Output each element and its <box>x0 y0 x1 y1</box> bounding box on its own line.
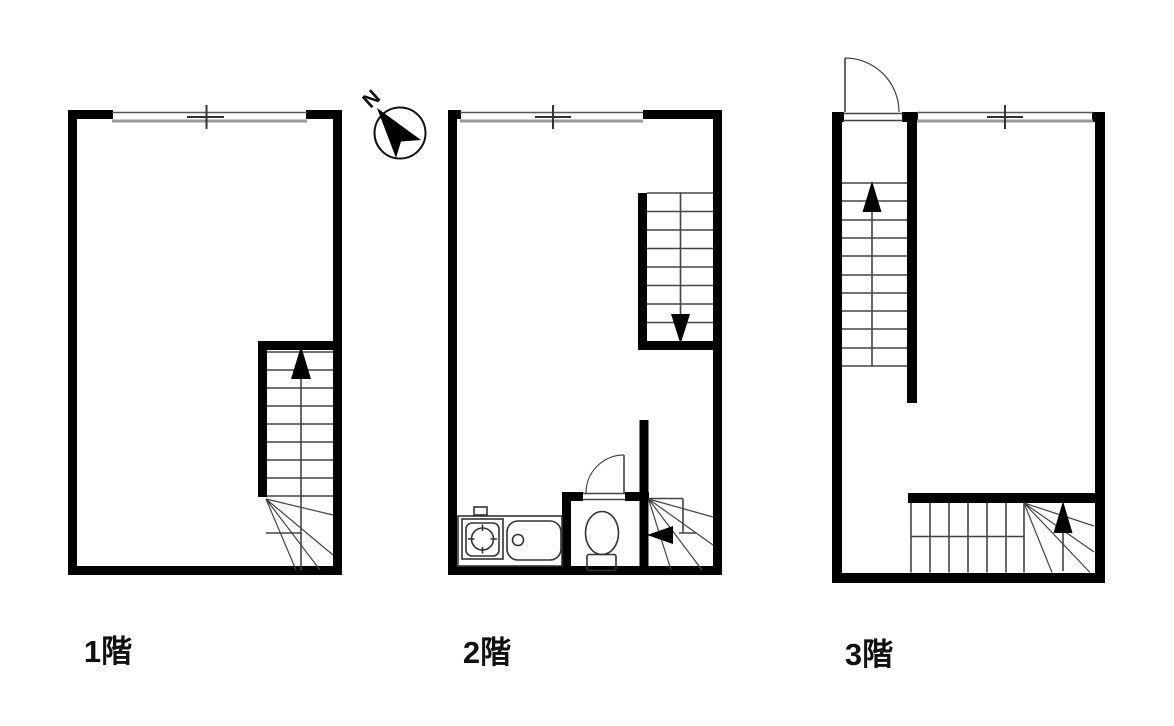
floor-1-window <box>112 105 307 129</box>
floor-3-label: 3階 <box>845 637 893 672</box>
stair-enclosure-walls <box>258 341 338 497</box>
floor-2-kitchen <box>457 506 563 567</box>
toilet-room-walls <box>562 420 649 575</box>
winder-fan-lines <box>265 498 334 571</box>
stair-treads <box>929 503 1025 573</box>
floor-2-plan: 2階 <box>448 105 722 670</box>
floor-1-label: 1階 <box>84 634 132 669</box>
up-arrow-icon <box>291 346 311 379</box>
sink-icon <box>506 520 562 561</box>
winder-fan-lines <box>647 498 714 571</box>
up-arrow-icon <box>1053 501 1073 533</box>
door-threshold <box>583 492 625 501</box>
floor-2-outer-walls <box>448 110 722 575</box>
floor-2-label: 2階 <box>463 635 511 670</box>
left-arrow-icon <box>647 526 673 544</box>
compass-north-needle-icon <box>377 108 421 158</box>
winder-fan-lines <box>1023 502 1095 573</box>
toilet-bowl-icon <box>584 510 620 556</box>
floor-3-window <box>917 105 1093 129</box>
winder-step-edge <box>266 532 302 570</box>
toilet-tank-icon <box>586 553 617 572</box>
door-swing-arc <box>844 57 900 113</box>
floor-1-outer-walls <box>68 110 342 575</box>
floor-3-entrance-door <box>843 57 903 122</box>
floor-1-staircase <box>258 341 338 571</box>
stove-unit <box>461 518 504 560</box>
floor-2-toilet-room <box>562 420 649 575</box>
door-swing-arc <box>585 454 625 494</box>
faucet-icon <box>473 506 488 516</box>
compass-circle-icon <box>373 106 427 160</box>
door-threshold <box>843 112 903 122</box>
floor-3-left-staircase <box>842 181 907 367</box>
floor-2-window <box>460 105 643 129</box>
compass-north-label: N <box>358 86 385 113</box>
up-arrow-icon <box>862 181 882 212</box>
winder-step-edge <box>649 497 696 534</box>
stair-enclosure-walls <box>638 193 718 350</box>
sink-drain-icon <box>511 533 525 547</box>
kitchen-counter <box>457 515 563 567</box>
floor-3-bottom-staircase <box>908 493 1095 573</box>
floor-2-upper-staircase <box>638 192 718 350</box>
floor-2-lower-staircase <box>647 497 714 571</box>
compass: N <box>358 86 427 160</box>
stove-top <box>465 522 500 557</box>
burner-icon <box>470 527 495 551</box>
burner-cross-ticks <box>468 524 497 554</box>
floor-3-plan: 3階 <box>832 57 1105 672</box>
floor-1-plan: 1階 <box>68 105 342 669</box>
down-arrow-icon <box>671 314 690 344</box>
